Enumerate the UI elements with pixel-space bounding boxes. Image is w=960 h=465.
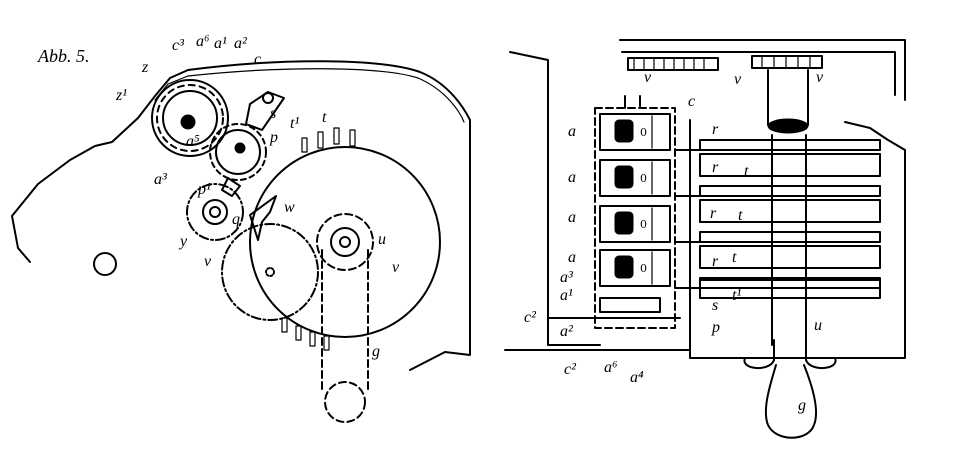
left-side-view: Abb. 5. [11, 33, 471, 423]
top-frame-inner [621, 51, 896, 96]
label-a-3: a [568, 209, 576, 226]
label-a5: a⁵ [186, 133, 200, 150]
crank-g [321, 249, 369, 423]
label-u: u [814, 317, 822, 334]
label-a-4: a [568, 249, 576, 266]
label-p1: p¹ [197, 181, 211, 198]
label-p: p [269, 129, 278, 146]
digit: 0 [640, 218, 647, 231]
housing-hole [93, 252, 117, 276]
rods-r [675, 129, 705, 331]
housing-outline [11, 60, 471, 371]
digit-wheels: 0 0 0 0 [599, 113, 671, 287]
label-s: s [270, 105, 276, 122]
lever-s [245, 91, 285, 131]
label-t: t [322, 109, 327, 126]
shaft-top [767, 69, 809, 126]
label-s: s [712, 297, 718, 314]
digit: 0 [640, 172, 647, 185]
housing-inner-line [154, 68, 465, 123]
wheel-v-left-center [265, 267, 275, 277]
counter-box [594, 95, 676, 329]
label-v2: v [392, 259, 400, 276]
label-a6: a⁶ [604, 359, 618, 376]
label-a-2: a [568, 169, 576, 186]
wheel-q [186, 177, 244, 241]
top-frame [619, 39, 906, 101]
label-z1: z¹ [115, 87, 127, 104]
label-r-3: r [710, 205, 717, 222]
label-v-2: v [734, 71, 742, 88]
digit-wheel: 0 [599, 205, 671, 243]
label-a2: a² [560, 323, 574, 340]
label-c2b: c² [564, 361, 577, 378]
label-a1: a¹ [560, 287, 573, 304]
label-v-1: v [644, 69, 652, 86]
label-p: p [711, 319, 720, 336]
label-a3: a³ [154, 171, 167, 188]
label-t-3: t [732, 249, 737, 266]
left-frame [509, 51, 601, 346]
label-y: y [178, 233, 188, 250]
label-w: w [284, 199, 295, 216]
label-a6: a⁶ [196, 33, 210, 50]
label-c: c [688, 93, 695, 110]
toothed-segments [699, 139, 881, 299]
label-u: u [378, 231, 386, 248]
digit-wheel: 0 [599, 159, 671, 197]
right-frame-break [844, 121, 906, 151]
label-t-2: t [738, 207, 743, 224]
digit-wheel: 0 [599, 249, 671, 287]
label-c3: c³ [172, 37, 184, 54]
label-r-1: r [712, 121, 719, 138]
label-t-1: t [744, 163, 749, 180]
label-r-2: r [712, 159, 719, 176]
label-a2: a² [234, 35, 248, 52]
label-a4: a⁴ [630, 369, 644, 386]
handle-g [743, 339, 837, 439]
shaft-cut [767, 118, 809, 134]
figure-title: Abb. 5. [37, 46, 90, 66]
label-c: c [254, 51, 261, 68]
label-g: g [798, 397, 806, 414]
right-front-view: 0 0 0 0 [504, 39, 906, 439]
label-z: z [141, 59, 149, 76]
housing-left-edge [11, 215, 31, 263]
label-q: q [232, 211, 240, 228]
digit-wheel: 0 [599, 113, 671, 151]
pawl-w [249, 195, 277, 241]
label-a-1: a [568, 123, 576, 140]
label-v: v [204, 253, 212, 270]
right-frame [689, 119, 906, 359]
label-t1: t¹ [732, 287, 741, 304]
slide-c2 [547, 297, 681, 319]
top-gears [627, 55, 823, 71]
digit: 0 [640, 262, 647, 275]
label-t1: t¹ [290, 115, 299, 132]
label-v-3: v [816, 69, 824, 86]
wheel-main [249, 127, 441, 351]
digit: 0 [640, 126, 647, 139]
label-a1: a¹ [214, 35, 227, 52]
label-c2: c² [524, 309, 537, 326]
label-a3: a³ [560, 269, 573, 286]
wheel-v-left [221, 223, 319, 321]
label-r-4: r [712, 253, 719, 270]
shaft-main [771, 134, 807, 346]
gear-p [209, 123, 267, 181]
gear-a [151, 79, 229, 157]
label-g: g [372, 343, 380, 360]
